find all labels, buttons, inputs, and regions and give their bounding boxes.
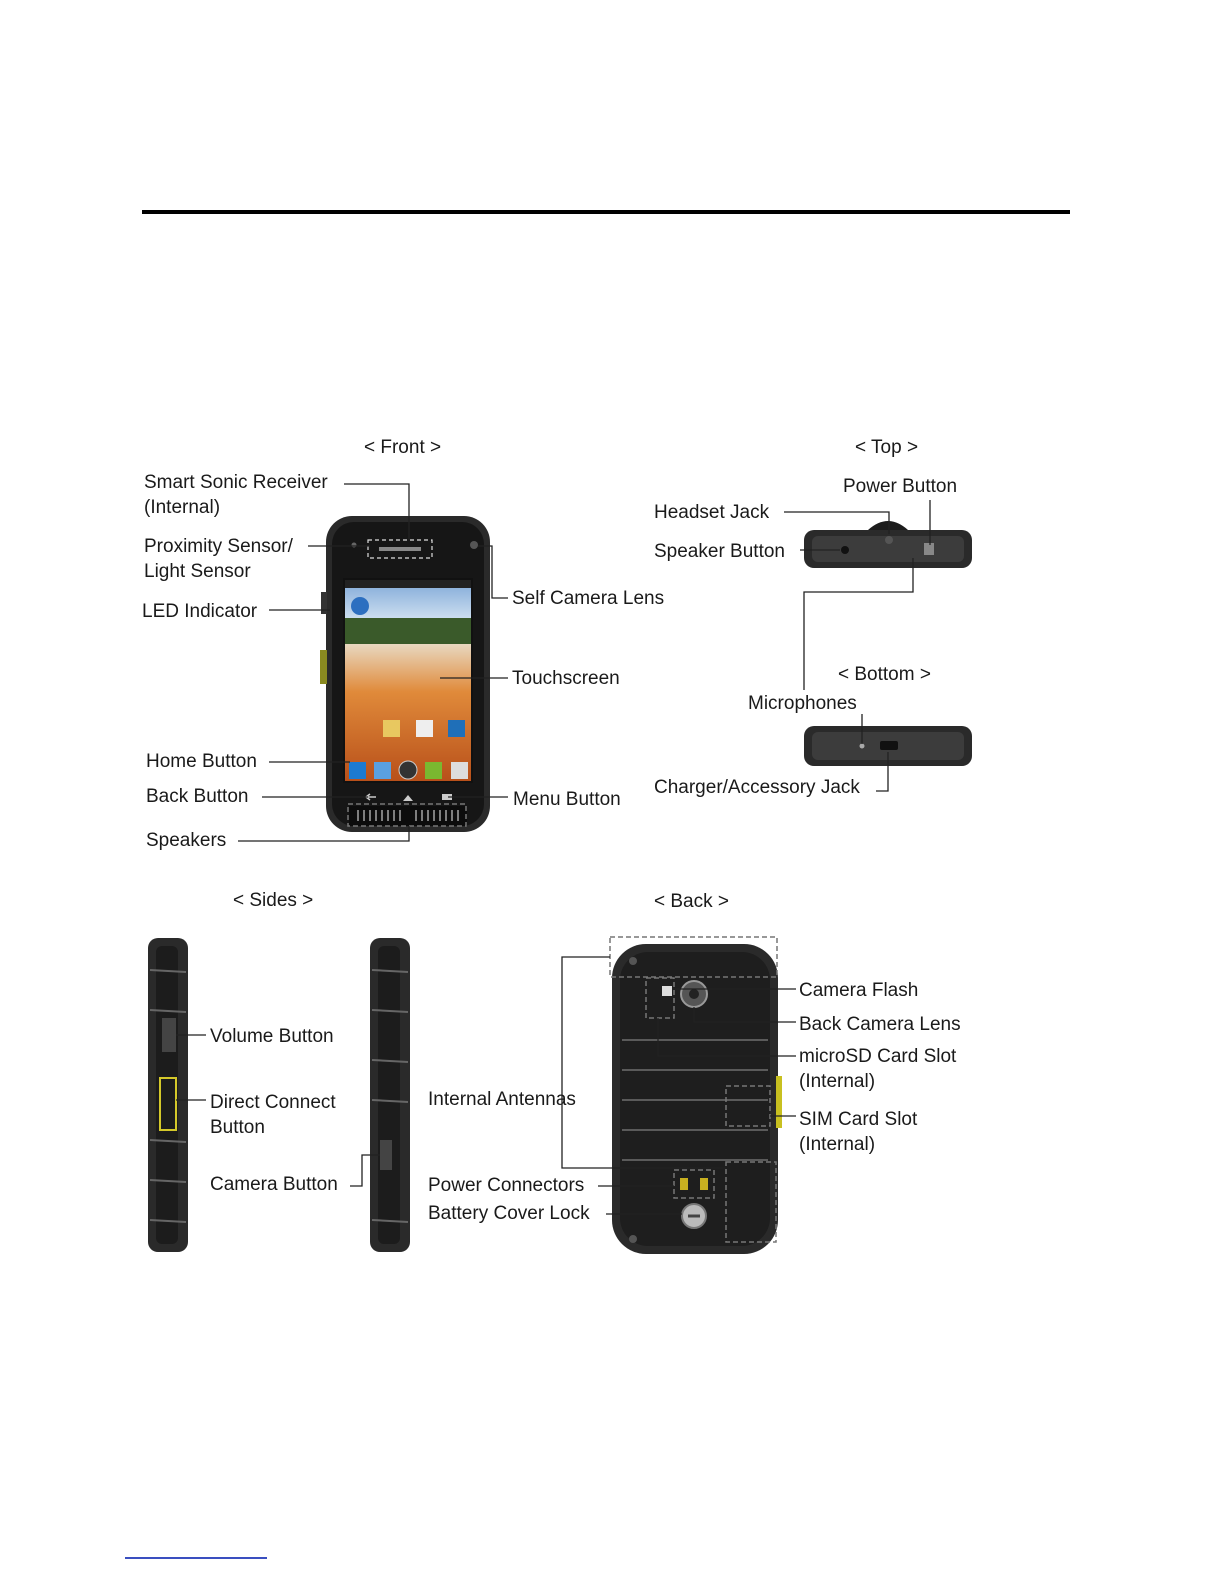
label-proximity-sensor: Proximity Sensor/: [144, 536, 294, 557]
front-phone: [320, 516, 490, 832]
back-title: < Back >: [654, 891, 729, 912]
app-launcher-icon: [398, 760, 418, 780]
phone-app-icon: [349, 762, 366, 779]
usb-port-icon: [880, 741, 898, 750]
browser-app-icon: [451, 762, 468, 779]
label-speaker-button: Speaker Button: [654, 541, 785, 562]
label-sim-slot-2: (Internal): [799, 1134, 875, 1155]
label-internal-antennas: Internal Antennas: [428, 1089, 576, 1110]
speaker-button-icon: [841, 546, 849, 554]
play-store-icon: [416, 720, 433, 737]
label-home-button: Home Button: [146, 751, 257, 772]
antenna-bottom-outline: [725, 1161, 777, 1243]
back-phone: [612, 944, 782, 1254]
label-power-button: Power Button: [843, 476, 957, 497]
label-smart-sonic-receiver: Smart Sonic Receiver: [144, 472, 328, 493]
label-back-button: Back Button: [146, 786, 248, 807]
label-menu-button: Menu Button: [513, 789, 621, 810]
email-app-icon: [383, 720, 400, 737]
header-rule: [142, 210, 1070, 214]
headset-jack-icon: [885, 536, 893, 544]
label-power-connectors: Power Connectors: [428, 1175, 584, 1196]
label-volume-button: Volume Button: [210, 1026, 334, 1047]
label-camera-button: Camera Button: [210, 1174, 338, 1195]
front-title: < Front >: [364, 437, 441, 458]
speakers-outline: [347, 803, 467, 827]
right-side-phone: [370, 938, 410, 1252]
self-camera-lens-icon: [470, 541, 478, 549]
label-battery-cover-lock: Battery Cover Lock: [428, 1203, 590, 1224]
direct-connect-key: [159, 1077, 177, 1131]
microphone-icon: [859, 743, 865, 749]
volume-button-key: [162, 1018, 176, 1052]
label-led-indicator: LED Indicator: [142, 601, 258, 622]
microsd-outline: [645, 977, 675, 1019]
bottom-title: < Bottom >: [838, 664, 931, 685]
camera-button-key: [380, 1140, 392, 1170]
home-key-icon: [403, 795, 413, 801]
label-speakers: Speakers: [146, 830, 226, 851]
label-sim-slot: SIM Card Slot: [799, 1109, 918, 1130]
power-connectors-outline: [673, 1169, 715, 1199]
label-direct-connect-2: Button: [210, 1117, 265, 1138]
power-connector-right: [700, 1178, 708, 1190]
top-view-phone: [804, 521, 972, 568]
label-back-camera-lens: Back Camera Lens: [799, 1014, 961, 1035]
label-camera-flash: Camera Flash: [799, 980, 918, 1001]
sim-outline: [725, 1085, 771, 1127]
label-headset-jack: Headset Jack: [654, 502, 770, 523]
contacts-app-icon: [374, 762, 391, 779]
bottom-view-phone: [804, 726, 972, 766]
label-microphones: Microphones: [748, 693, 857, 714]
voicemail-app-icon: [448, 720, 465, 737]
power-button-icon: [924, 543, 934, 555]
power-connector-left: [680, 1178, 688, 1190]
label-self-camera-lens: Self Camera Lens: [512, 588, 664, 609]
label-light-sensor: Light Sensor: [144, 561, 251, 582]
label-microsd-slot-2: (Internal): [799, 1071, 875, 1092]
menu-key-icon: [442, 794, 452, 800]
camera-flash-icon: [662, 986, 672, 996]
label-direct-connect: Direct Connect: [210, 1092, 336, 1113]
label-microsd-slot: microSD Card Slot: [799, 1046, 957, 1067]
sides-title: < Sides >: [233, 890, 313, 911]
top-title: < Top >: [855, 437, 918, 458]
label-smart-sonic-receiver-2: (Internal): [144, 497, 220, 518]
globe-widget-icon: [351, 597, 369, 615]
messaging-app-icon: [425, 762, 442, 779]
receiver-outline: [367, 539, 433, 559]
footer-link-underline[interactable]: [125, 1557, 267, 1559]
label-touchscreen: Touchscreen: [512, 668, 620, 689]
left-side-phone: [148, 938, 188, 1252]
label-charger-accessory-jack: Charger/Accessory Jack: [654, 777, 860, 798]
